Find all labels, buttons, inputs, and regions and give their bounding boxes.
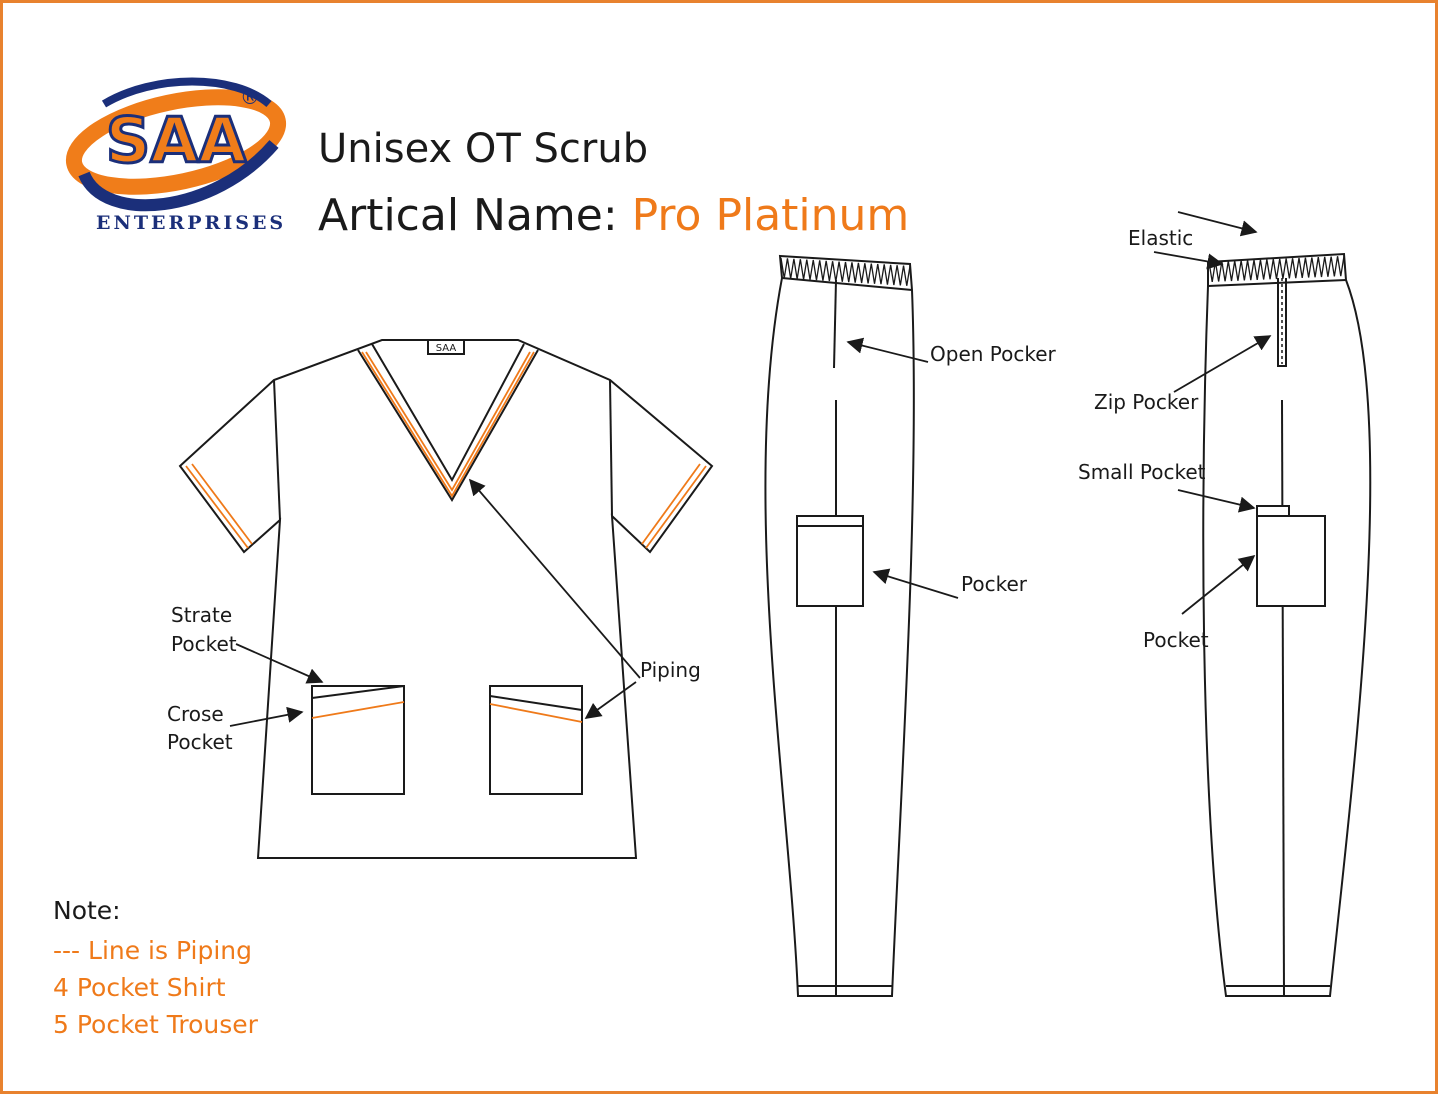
shirt-drawing <box>178 339 714 859</box>
label-zip-pocket: Zip Pocker <box>1094 390 1199 414</box>
article-label: Artical Name: <box>318 190 618 241</box>
trouser-front-drawing <box>764 254 915 997</box>
note-line-trouser: 5 Pocket Trouser <box>53 1010 258 1039</box>
trouser-back-elastic <box>1208 255 1345 282</box>
trouser-front-elastic <box>780 257 911 286</box>
label-back-pocket: Pocket <box>1143 628 1209 652</box>
registered-mark: ® <box>240 85 260 109</box>
shirt-piping <box>185 351 707 723</box>
label-open-pocket: Open Pocker <box>930 342 1056 366</box>
logo-mark: SAA <box>106 104 247 177</box>
label-elastic: Elastic <box>1128 226 1194 250</box>
label-strate-pocket-line2: Pocket <box>171 632 237 656</box>
note-heading: Note: <box>53 896 121 925</box>
label-small-pocket: Small Pocket <box>1078 460 1206 484</box>
note-line-shirt: 4 Pocket Shirt <box>53 973 226 1002</box>
label-front-pocket: Pocker <box>961 572 1027 596</box>
logo-subtitle: ENTERPRISES <box>96 212 287 234</box>
label-piping: Piping <box>640 658 701 682</box>
article-name: Artical Name: Pro Platinum <box>318 190 909 241</box>
article-value: Pro Platinum <box>631 190 910 241</box>
label-crose-pocket-line2: Pocket <box>167 730 233 754</box>
note-line-piping: --- Line is Piping <box>53 936 252 965</box>
callout-arrows <box>229 211 1272 727</box>
shirt-tag: SAA <box>436 343 457 354</box>
label-strate-pocket-line1: Strate <box>171 603 233 627</box>
page-title: Unisex OT Scrub <box>318 126 649 172</box>
label-crose-pocket-line1: Crose <box>167 702 224 726</box>
trouser-back-drawing <box>1202 252 1372 997</box>
saa-logo: SAA ® <box>65 77 287 212</box>
